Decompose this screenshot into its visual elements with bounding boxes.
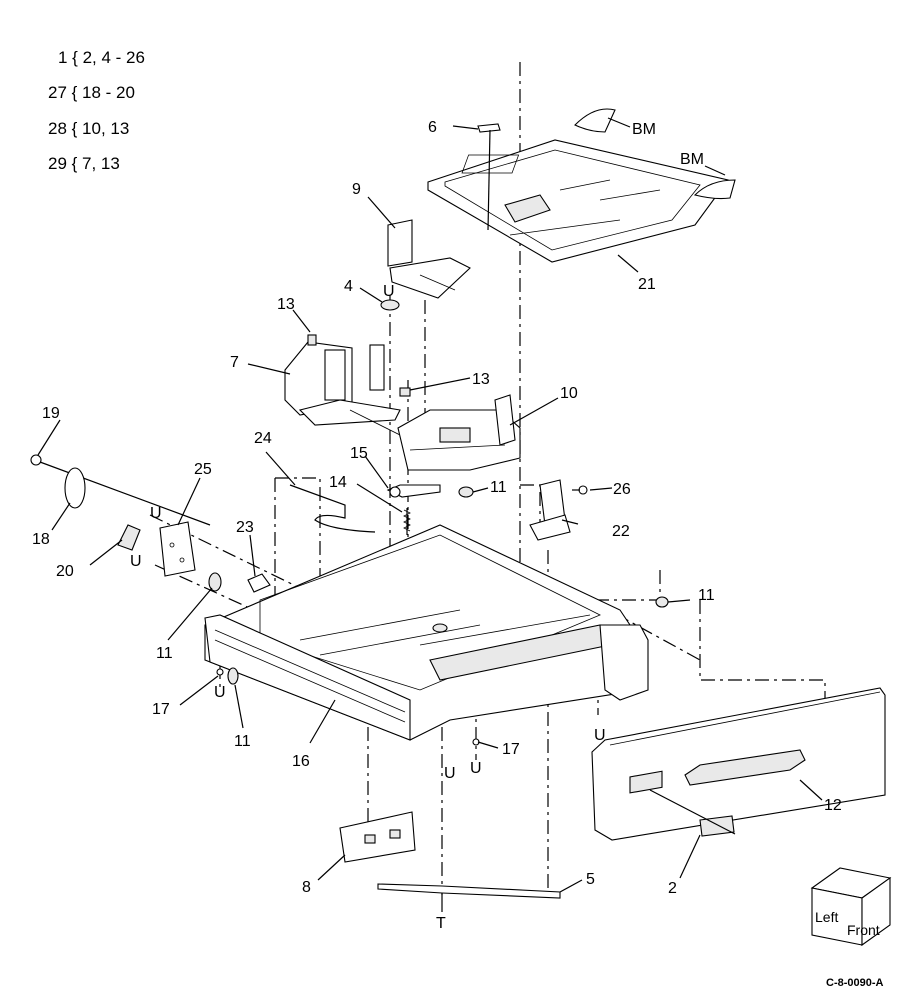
callout-12: 12 [824,797,842,814]
callout-16: 16 [292,753,310,770]
kit-line-1: 1 { 2, 4 - 26 [58,48,145,67]
callout-21: 21 [638,276,656,293]
part-11-washer-left [208,572,222,592]
callout-11-right: 11 [698,587,715,604]
main-tray-body [204,524,649,741]
connector-u-front-3: U [444,765,456,782]
part-8-plate [339,811,416,863]
document-code: C-8-0090-A [826,977,884,989]
callout-11-lower: 11 [234,733,251,750]
connector-u-shaft-2: U [130,553,142,570]
part-24-cable [289,484,376,533]
connector-u-front-2: U [470,760,482,777]
orientation-front-label: Front [847,922,880,938]
connector-t: T [436,915,446,932]
part-6 [477,123,501,133]
callout-13-top: 13 [277,296,295,313]
callout-6: 6 [428,119,437,136]
part-10-end-guide [397,394,521,471]
part-15-lever [386,484,441,498]
part-21-tray-cover [427,108,736,263]
callout-2: 2 [668,880,677,897]
callout-17-left: 17 [152,701,170,718]
callout-25: 25 [194,461,212,478]
callout-5: 5 [586,871,595,888]
part-13-upper [399,387,411,397]
callout-7: 7 [230,354,239,371]
part-12-front-cover [591,687,886,841]
part-26-screw [572,485,588,495]
callout-8: 8 [302,879,311,896]
callout-4: 4 [344,278,353,295]
callout-26: 26 [613,481,631,498]
callout-23: 23 [236,519,254,536]
kit-line-28: 28 { 10, 13 [48,119,130,138]
part-14-spring [403,508,411,535]
connector-bm-2: BM [680,151,704,168]
connector-u-left: U [214,684,226,701]
callout-20: 20 [56,563,74,580]
callout-10: 10 [560,385,578,402]
part-19-18-20-shaft-assembly [30,454,211,551]
part-22-bracket [529,479,571,541]
part-9-bracket [387,219,471,299]
callout-17-right: 17 [502,741,520,758]
connector-labels: BM BM U U U U U U U T [130,121,704,932]
connector-u-top: U [383,283,395,300]
callout-19: 19 [42,405,60,422]
callout-18: 18 [32,531,50,548]
part-17-screw-left [216,668,224,676]
part-11-washer-top [458,486,474,498]
part-7-side-guide [284,334,421,446]
part-11-washer-right [655,596,669,608]
part-5-rail [377,883,561,899]
connector-bm-1: BM [632,121,656,138]
callout-11-left: 11 [156,645,173,662]
part-23 [247,573,271,593]
callout-14: 14 [329,474,347,491]
kit-line-29: 29 { 7, 13 [48,154,120,173]
callout-22: 22 [612,523,630,540]
leader-lines [37,117,823,912]
part-11-washer-lower [227,667,239,685]
orientation-cube [810,867,892,947]
callout-labels: 6 9 21 4 13 7 13 10 19 24 15 25 14 11 26… [32,119,842,897]
callout-11-top: 11 [490,479,507,496]
callout-13-mid: 13 [472,371,490,388]
callout-15: 15 [350,445,368,462]
part-4-washer [380,299,400,311]
connector-u-front-1: U [594,727,606,744]
callout-24: 24 [254,430,272,447]
callout-9: 9 [352,181,361,198]
orientation-left-label: Left [815,909,838,925]
part-2-label [699,815,735,837]
part-25-plate [159,521,196,577]
kit-line-27: 27 { 18 - 20 [48,83,135,102]
connector-u-shaft-1: U [150,505,162,522]
